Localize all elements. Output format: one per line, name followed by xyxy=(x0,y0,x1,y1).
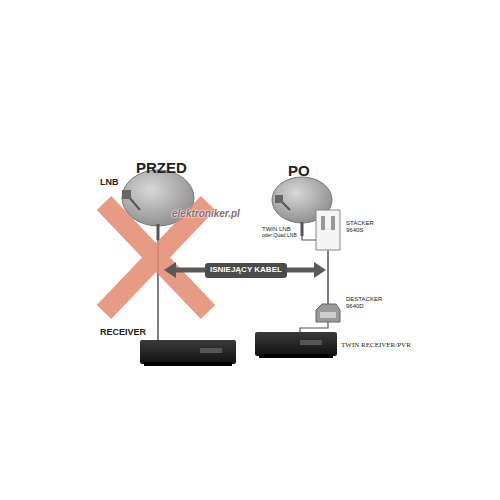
part-name: LNB xyxy=(100,178,119,188)
stacker-box xyxy=(316,210,340,250)
cable xyxy=(327,250,329,306)
double-arrow xyxy=(164,262,326,278)
part-name: TWIN RECEIVER/PVR xyxy=(341,342,411,350)
receiver-box xyxy=(140,340,236,366)
part-name: DESTACKER 9640D xyxy=(346,296,390,309)
section-heading: PRZED xyxy=(136,160,187,177)
twin-receiver-box xyxy=(255,332,337,358)
node-text: ISNIEJĄCY KABEL xyxy=(210,266,282,275)
part-name: STACKER 9640S xyxy=(346,220,382,233)
part-note: oder Quad LNB xyxy=(262,233,297,239)
watermark: elektroniker.pl xyxy=(172,208,240,219)
part-name: RECEIVER xyxy=(100,328,146,338)
cross-mark xyxy=(104,203,208,312)
cable-box: ISNIEJĄCY KABEL xyxy=(205,263,287,278)
destacker-box xyxy=(316,304,340,322)
cable xyxy=(300,322,328,332)
part-name: TWIN LNB xyxy=(262,226,291,233)
section-heading: PO xyxy=(288,163,310,180)
